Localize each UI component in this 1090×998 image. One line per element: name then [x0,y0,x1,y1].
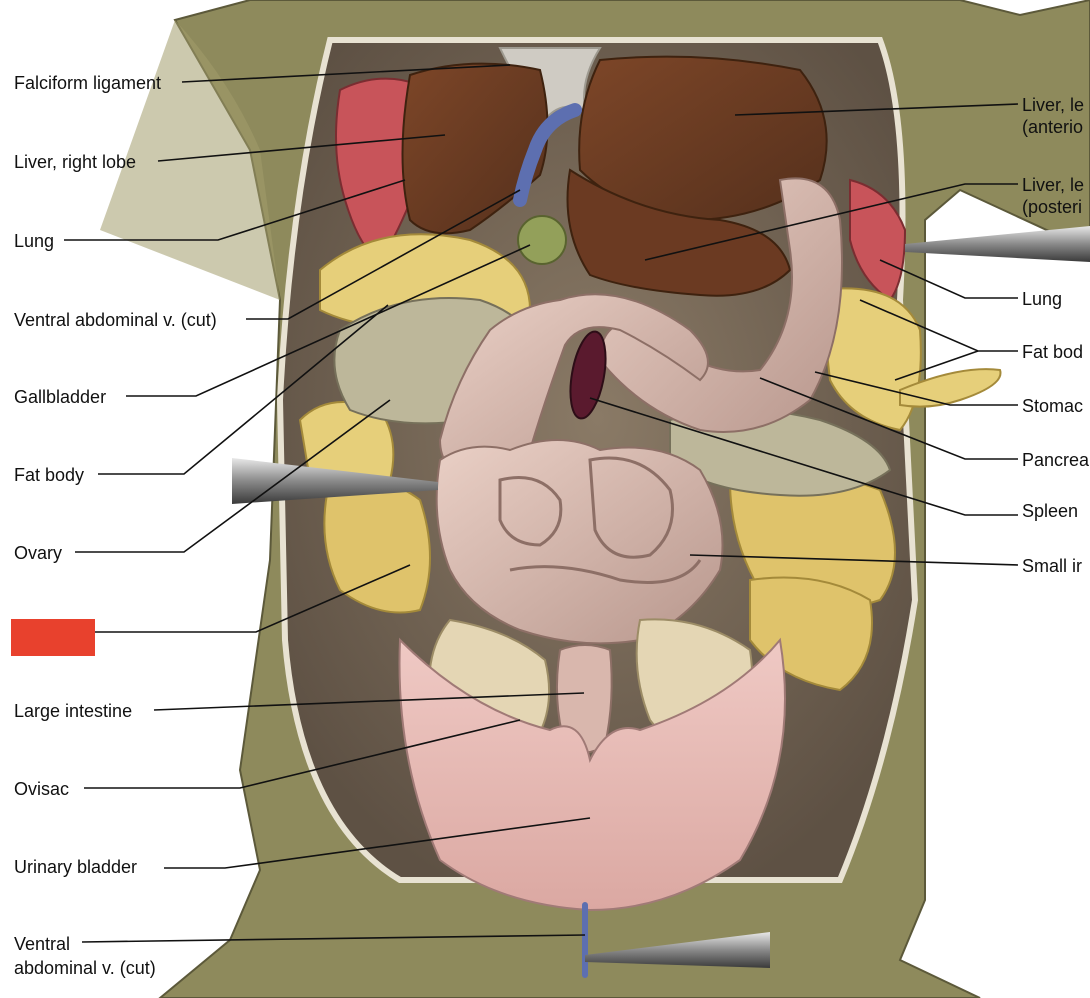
liver-left-anterior-shape [578,55,828,222]
label-falciform-ligament: Falciform ligament [14,73,162,93]
leader-liver-left-posterior [644,183,1018,261]
leader-vav-top [246,189,521,320]
label-large-intestine: Large intestine [14,701,133,721]
leader-falciform [181,64,511,83]
leader-lung-left [64,179,406,241]
label-pancreas: Pancrea [1022,450,1090,470]
label-ventral-abdominal-v-cut-top: Ventral abdominal v. (cut) [14,310,217,330]
label-ovary: Ovary [14,543,63,563]
fat-body-right-tail [899,368,1002,408]
leader-ovisac [84,719,521,789]
leader-lines [64,64,1019,943]
pin-right-top [905,226,1090,262]
stomach-shape [598,177,843,433]
leader-vav-bottom [81,934,586,943]
leader-fat-body-right-b [894,350,979,381]
label-liver-left-anterior-line1: Liver, le [1022,95,1085,115]
pin-bottom [585,932,770,968]
leader-urinary-bladder [164,817,591,869]
label-fat-body-right: Fat bod [1022,342,1084,362]
ventral-abdominal-vein-top [513,103,582,207]
label-liver-left-posterior-line1: Liver, le [1022,175,1085,195]
small-intestine-coil-1 [498,476,563,547]
leader-stomach [814,371,1018,406]
leader-small-intestine [689,554,1019,566]
small-intestine-coil-2 [588,456,674,559]
label-liver-left-posterior-line2: (posteri [1022,197,1083,217]
duodenum-loop [438,293,709,482]
liver-right-lobe-shape [401,62,549,235]
label-stomach: Stomac [1022,396,1084,416]
label-urinary-bladder: Urinary bladder [14,857,138,877]
leader-liver-left-anterior [734,103,1019,116]
label-ovisac: Ovisac [14,779,70,799]
leader-redacted [95,564,411,633]
leader-pancreas [759,377,1018,460]
label-liver-right-lobe: Liver, right lobe [14,152,137,172]
leader-liver-right [157,134,446,162]
label-ventral-abdominal-v-cut-bottom-line1: Ventral [14,934,71,954]
label-small-intestine: Small ir [1022,556,1083,576]
label-gallbladder: Gallbladder [14,387,107,407]
leader-lung-right [879,259,1018,299]
urinary-bladder-shape [398,637,786,912]
label-lung-right: Lung [1022,289,1063,309]
frog-skin-left-fold [100,20,280,300]
leader-ovary [75,399,391,553]
label-liver-left-anterior-line2: (anterio [1022,117,1084,137]
spleen-shape [569,330,607,420]
small-intestine-coil-3 [509,559,702,584]
liver-left-posterior-shape [566,168,792,297]
small-intestine-shape [435,439,724,645]
lung-right-shape [849,178,907,302]
label-ventral-abdominal-v-cut-bottom-line2: abdominal v. (cut) [14,958,156,978]
gallbladder-shape [517,215,567,265]
pin-left [232,458,438,504]
label-lung-left: Lung [14,231,55,251]
redacted-label-box [11,619,95,656]
leader-large-intestine [153,692,585,711]
label-fat-body-left: Fat body [14,465,85,485]
leader-fat-body-left [98,304,389,475]
label-spleen: Spleen [1022,501,1079,521]
leader-gallbladder [126,244,531,397]
leader-spleen [589,397,1018,516]
